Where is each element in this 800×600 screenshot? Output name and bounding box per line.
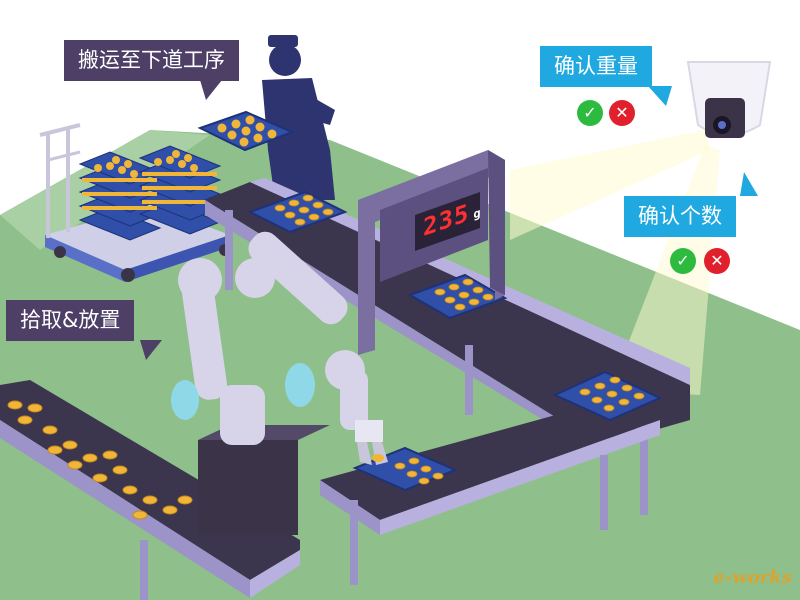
weighing-gate [358,150,505,355]
robot-arm [171,231,388,535]
count-ok-check-icon: ✓ [670,248,696,274]
worker-silhouette [262,35,335,200]
weight-reject-cross-icon: ✕ [609,100,635,126]
inspection-camera [686,61,772,138]
callout-weight-tail [648,86,672,106]
tray-products [274,194,645,485]
callout-confirm-count: 确认个数 [624,196,736,237]
callout-carry-to-next-step: 搬运至下道工序 [64,40,239,81]
weight-camera-beam [510,130,710,240]
tray-cart [39,123,231,282]
watermark-logo: e-works [713,567,792,588]
weight-ok-check-icon: ✓ [577,100,603,126]
count-reject-cross-icon: ✕ [704,248,730,274]
callout-pick-and-place: 拾取&放置 [6,300,135,341]
weight-display-panel [415,192,480,251]
weight-unit: g [473,204,482,222]
callout-count-tail [740,172,758,196]
callout-pick-tail [140,340,162,360]
callout-carry-tail [200,80,222,100]
carried-tray [197,110,295,152]
callout-confirm-weight: 确认重量 [540,46,652,87]
